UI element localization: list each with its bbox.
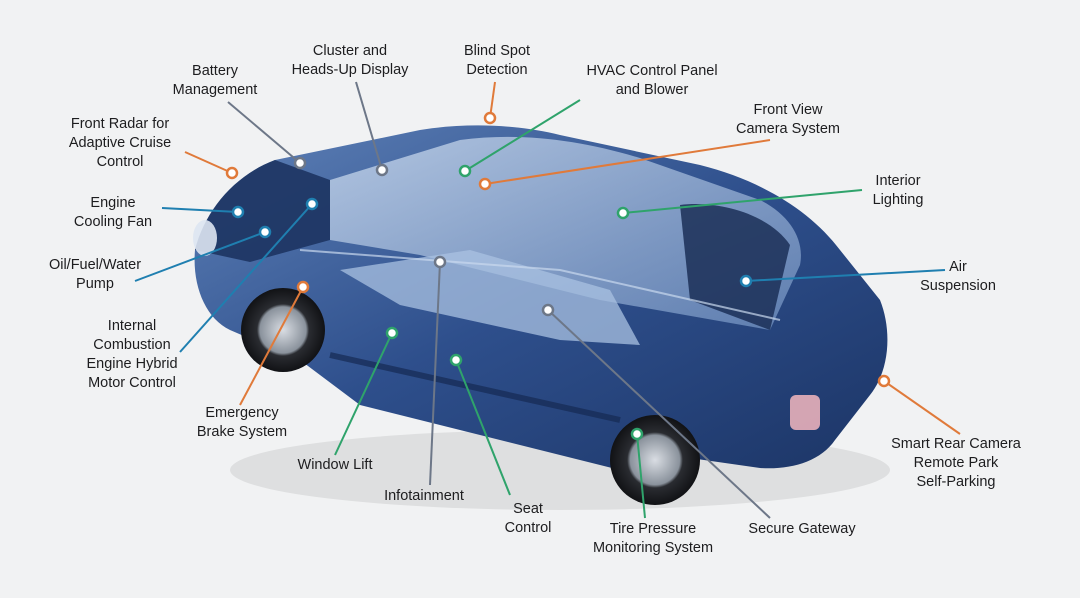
car-icon (193, 125, 890, 510)
marker-dot-tpms (630, 427, 644, 441)
marker-dot-emergency (296, 280, 310, 294)
marker-dot-cluster (375, 163, 389, 177)
marker-dot-frontradar (225, 166, 239, 180)
leader-line-ice (179, 203, 313, 353)
leader-line-battery (227, 101, 301, 164)
car-body-highlight (299, 249, 781, 321)
marker-dot-window (385, 326, 399, 340)
leader-line-gateway (547, 309, 771, 519)
marker-dot-frontview (478, 177, 492, 191)
marker-dot-blind (483, 111, 497, 125)
leader-line-window (334, 332, 393, 456)
marker-dot-ice (305, 197, 319, 211)
car-roof-glass (330, 136, 801, 330)
label-gateway: Secure Gateway (748, 521, 856, 537)
marker-dot-interior (616, 206, 630, 220)
leader-line-interior (622, 189, 863, 214)
marker-dot-seat (449, 353, 463, 367)
front-wheel (241, 288, 325, 372)
leader-line-pump (134, 231, 266, 282)
leader-line-emergency (239, 286, 304, 406)
marker-dot-coolingfan (231, 205, 245, 219)
leader-line-air (745, 269, 946, 282)
leader-line-seat (455, 359, 511, 496)
marker-dot-infotainment (433, 255, 447, 269)
marker-dot-gateway (541, 303, 555, 317)
car-door-line (329, 352, 621, 423)
car-side-windows (340, 250, 640, 345)
leader-lines (134, 81, 961, 519)
leader-line-hvac (464, 99, 581, 172)
headlight (193, 220, 217, 256)
marker-dot-air (739, 274, 753, 288)
leader-line-frontradar (184, 151, 233, 174)
leader-line-infotainment (429, 261, 441, 486)
rear-light (790, 395, 820, 430)
car-hood (195, 160, 330, 262)
leader-line-tpms (636, 433, 646, 519)
rear-wheel (610, 415, 700, 505)
leader-line-rearcam (883, 380, 961, 435)
car-rear-window (680, 204, 790, 330)
leader-line-coolingfan (161, 207, 239, 213)
marker-dot-rearcam (877, 374, 891, 388)
leader-line-cluster (355, 81, 383, 171)
marker-dot-pump (258, 225, 272, 239)
marker-dot-battery (293, 156, 307, 170)
marker-dot-hvac (458, 164, 472, 178)
leader-line-frontview (484, 139, 771, 185)
label-window: Window Lift (297, 457, 373, 473)
label-infotainment: Infotainment (384, 488, 464, 504)
